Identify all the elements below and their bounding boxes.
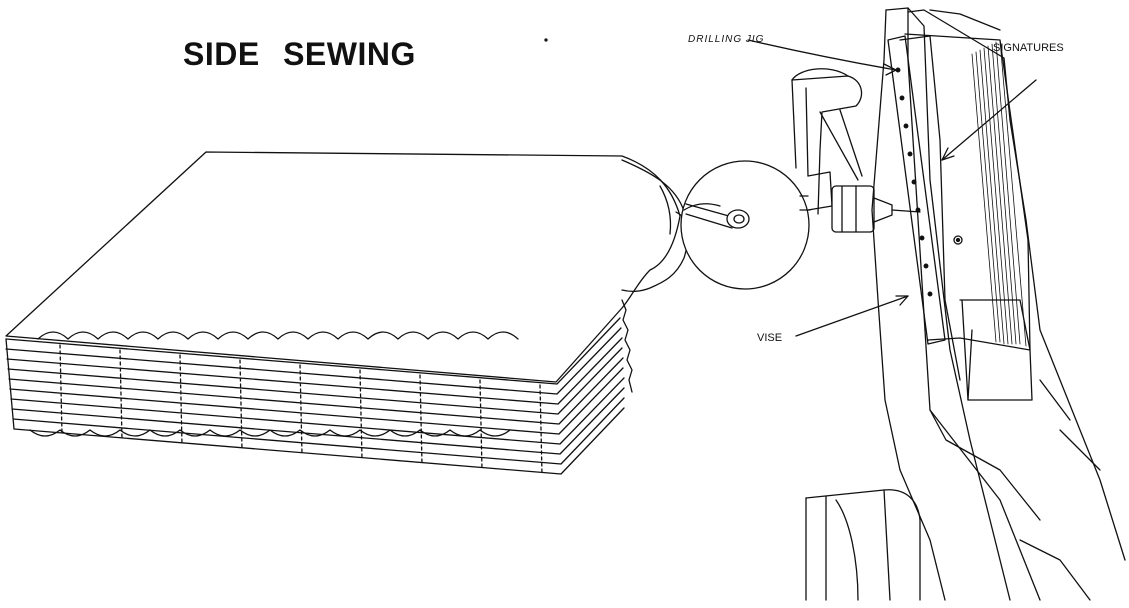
book-stack bbox=[5, 151, 709, 475]
signatures-arrow bbox=[941, 79, 1037, 161]
vise-arrow bbox=[795, 295, 909, 337]
speck bbox=[544, 38, 548, 42]
label-signatures: SIGNATURES bbox=[993, 42, 1064, 54]
drill-housing bbox=[791, 68, 921, 233]
signature-folds bbox=[37, 331, 519, 340]
stack-layers bbox=[5, 317, 625, 475]
label-vise: VISE bbox=[757, 332, 783, 344]
leader-arrows bbox=[747, 39, 1037, 337]
vise-handle bbox=[805, 489, 921, 601]
signature-edges bbox=[971, 39, 1027, 347]
drill-wheel bbox=[680, 160, 810, 290]
figure-title: SIDE SEWING bbox=[183, 36, 416, 72]
top-page bbox=[5, 151, 681, 383]
drilling-jig-bar bbox=[887, 35, 946, 345]
label-drilling-jig: DRILLING JIG bbox=[688, 34, 765, 45]
stitch-marks bbox=[59, 344, 543, 475]
vise-frame bbox=[805, 7, 1126, 601]
hand bbox=[621, 159, 689, 292]
signatures-block bbox=[904, 33, 1031, 351]
jig-holes bbox=[895, 67, 933, 297]
drilling-jig-arrow bbox=[747, 39, 897, 71]
